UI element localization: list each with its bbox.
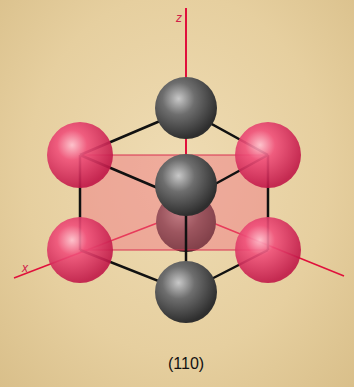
red-atom <box>235 122 301 188</box>
red-atom <box>47 122 113 188</box>
grey-atom <box>155 261 217 323</box>
grey-atom <box>155 77 217 139</box>
red-atom <box>235 217 301 283</box>
axis-label: x <box>22 262 28 274</box>
plane-caption: (110) <box>168 356 204 372</box>
axis-label: z <box>176 12 182 24</box>
red-atom <box>47 217 113 283</box>
grey-atom <box>155 154 217 216</box>
